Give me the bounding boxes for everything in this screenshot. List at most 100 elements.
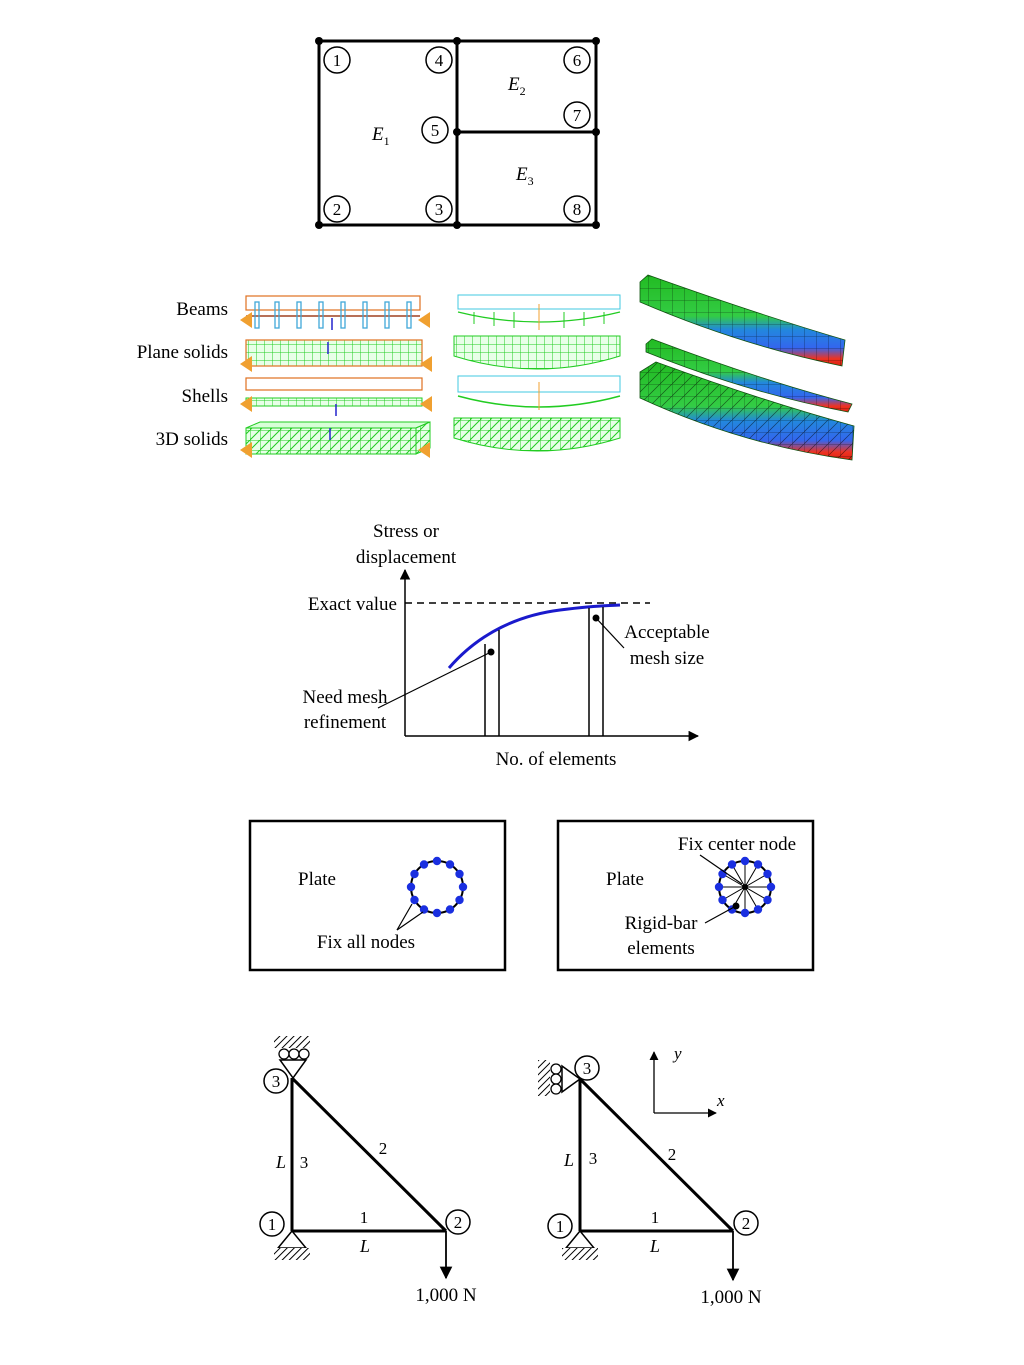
- plane-solids-model: [240, 339, 432, 372]
- mesh-node-3: 3: [425, 195, 453, 223]
- plate-left-title: Plate: [298, 869, 336, 890]
- label-beams: Beams: [176, 299, 228, 320]
- svg-text:2: 2: [454, 1213, 463, 1232]
- label-shells: Shells: [182, 386, 228, 407]
- axis-x-label: x: [716, 1091, 725, 1110]
- roller-wheels-left: [278, 1048, 310, 1060]
- truss-left-node-2: 2: [445, 1209, 471, 1235]
- truss-right-element-3: 3: [589, 1149, 598, 1168]
- leader-left-a: [396, 903, 413, 931]
- svg-text:3: 3: [435, 200, 444, 219]
- svg-text:1: 1: [333, 51, 342, 70]
- hole-left-node: [419, 860, 429, 869]
- hole-left-node: [410, 869, 419, 879]
- svg-text:1: 1: [556, 1217, 565, 1236]
- x-axis-label: No. of elements: [496, 749, 617, 770]
- hole-left-node: [406, 882, 416, 892]
- y-axis-label-line2: displacement: [356, 547, 457, 568]
- label-3d-solids: 3D solids: [156, 429, 228, 450]
- hole-left-node: [455, 869, 464, 879]
- center-node: [742, 884, 748, 890]
- truss-left-element-1: 1: [360, 1208, 369, 1227]
- truss-right-element-1: 1: [651, 1208, 660, 1227]
- plane-solids-deformed: [453, 335, 621, 370]
- svg-text:3: 3: [583, 1059, 592, 1078]
- hole-left: [410, 860, 464, 914]
- mesh-example: E1 E2 E3 1 2 3 4 5 6 7 8: [315, 37, 600, 229]
- plate-right-note-line1: Rigid-bar: [625, 913, 698, 934]
- mesh-node-7: 7: [563, 101, 591, 129]
- plate-left-note: Fix all nodes: [317, 932, 415, 953]
- rigid-bar-element: [744, 873, 768, 888]
- hole-left-node: [432, 908, 442, 918]
- beams-model: [240, 295, 430, 330]
- truss-left-node-3: 3: [263, 1068, 289, 1094]
- plate-fix-center-node: Plate Fix center node Rigid-bar elements: [556, 819, 815, 972]
- truss-left-node-1: 1: [259, 1211, 285, 1237]
- mesh-node-1: 1: [323, 46, 351, 74]
- pin-support-left: [276, 1229, 308, 1249]
- svg-text:2: 2: [742, 1214, 751, 1233]
- hole-left-nodes: [406, 856, 468, 918]
- acceptable-label-line1: Acceptable: [624, 622, 709, 643]
- rigid-bar-element: [722, 873, 746, 888]
- hole-right-node: [727, 860, 737, 869]
- solids-3d-model: [240, 421, 431, 458]
- hole-right-node: [766, 882, 776, 892]
- hole-left-node: [455, 895, 464, 905]
- element-types-panel: Beams Plane solids Shells 3D solids: [137, 274, 855, 461]
- roller-wheels-right: [550, 1063, 562, 1095]
- plate-right-note-top: Fix center node: [678, 834, 796, 855]
- stress-contour-3d: [639, 361, 855, 461]
- hole-right-node: [753, 860, 763, 869]
- shells-deformed: [457, 375, 621, 410]
- svg-text:8: 8: [573, 200, 582, 219]
- mesh-node-6: 6: [563, 46, 591, 74]
- rigid-bar-element: [731, 864, 746, 888]
- truss-left-element-3: 3: [300, 1153, 309, 1172]
- load-label-left: 1,000 N: [415, 1285, 477, 1306]
- leader-center-node: [699, 854, 743, 885]
- hole-right-node: [763, 869, 772, 879]
- truss-right-length-vertical: L: [563, 1150, 574, 1170]
- pin-hatch-right: [562, 1248, 598, 1260]
- truss-right-member-2: [578, 1077, 735, 1233]
- roller-support-left: [278, 1059, 308, 1080]
- hole-right-node: [714, 882, 724, 892]
- hole-left-node: [432, 856, 442, 866]
- svg-text:7: 7: [573, 106, 582, 125]
- truss-right-element-2: 2: [668, 1145, 677, 1164]
- mesh-node-2: 2: [323, 195, 351, 223]
- truss-left-member-2: [290, 1076, 448, 1233]
- mesh-corner-dots: [315, 37, 600, 229]
- refine-label-line1: Need mesh: [303, 687, 388, 708]
- svg-text:3: 3: [272, 1072, 281, 1091]
- roller-hatch-right: [538, 1060, 550, 1096]
- fine-mesh-band: [588, 607, 604, 736]
- leader-left-b: [396, 911, 424, 931]
- beams-deformed: [457, 294, 621, 330]
- stress-contour-shell: [645, 338, 853, 413]
- truss-left-length-vertical: L: [275, 1152, 286, 1172]
- hole-right-node: [763, 895, 772, 905]
- element-label-e3: E3: [515, 164, 534, 188]
- axis-y-label: y: [672, 1044, 682, 1063]
- element-label-e1: E1: [371, 124, 390, 148]
- svg-text:6: 6: [573, 51, 582, 70]
- plate-right-note-line2: elements: [627, 938, 695, 959]
- svg-text:4: 4: [435, 51, 444, 70]
- plate-left-outline: [248, 819, 507, 972]
- truss-left-length-horizontal: L: [359, 1236, 370, 1256]
- roller-hatch-left: [274, 1036, 310, 1048]
- mesh-node-5: 5: [421, 116, 449, 144]
- stress-contour-plane: [639, 274, 846, 367]
- hole-right-node: [753, 905, 763, 914]
- hole-left-node: [458, 882, 468, 892]
- hole-left-node: [410, 895, 419, 905]
- hole-left-node: [445, 860, 455, 869]
- acceptable-label-line2: mesh size: [630, 648, 704, 669]
- y-axis-label-line1: Stress or: [373, 521, 440, 542]
- svg-text:5: 5: [431, 121, 440, 140]
- rigid-bar-element: [744, 886, 759, 910]
